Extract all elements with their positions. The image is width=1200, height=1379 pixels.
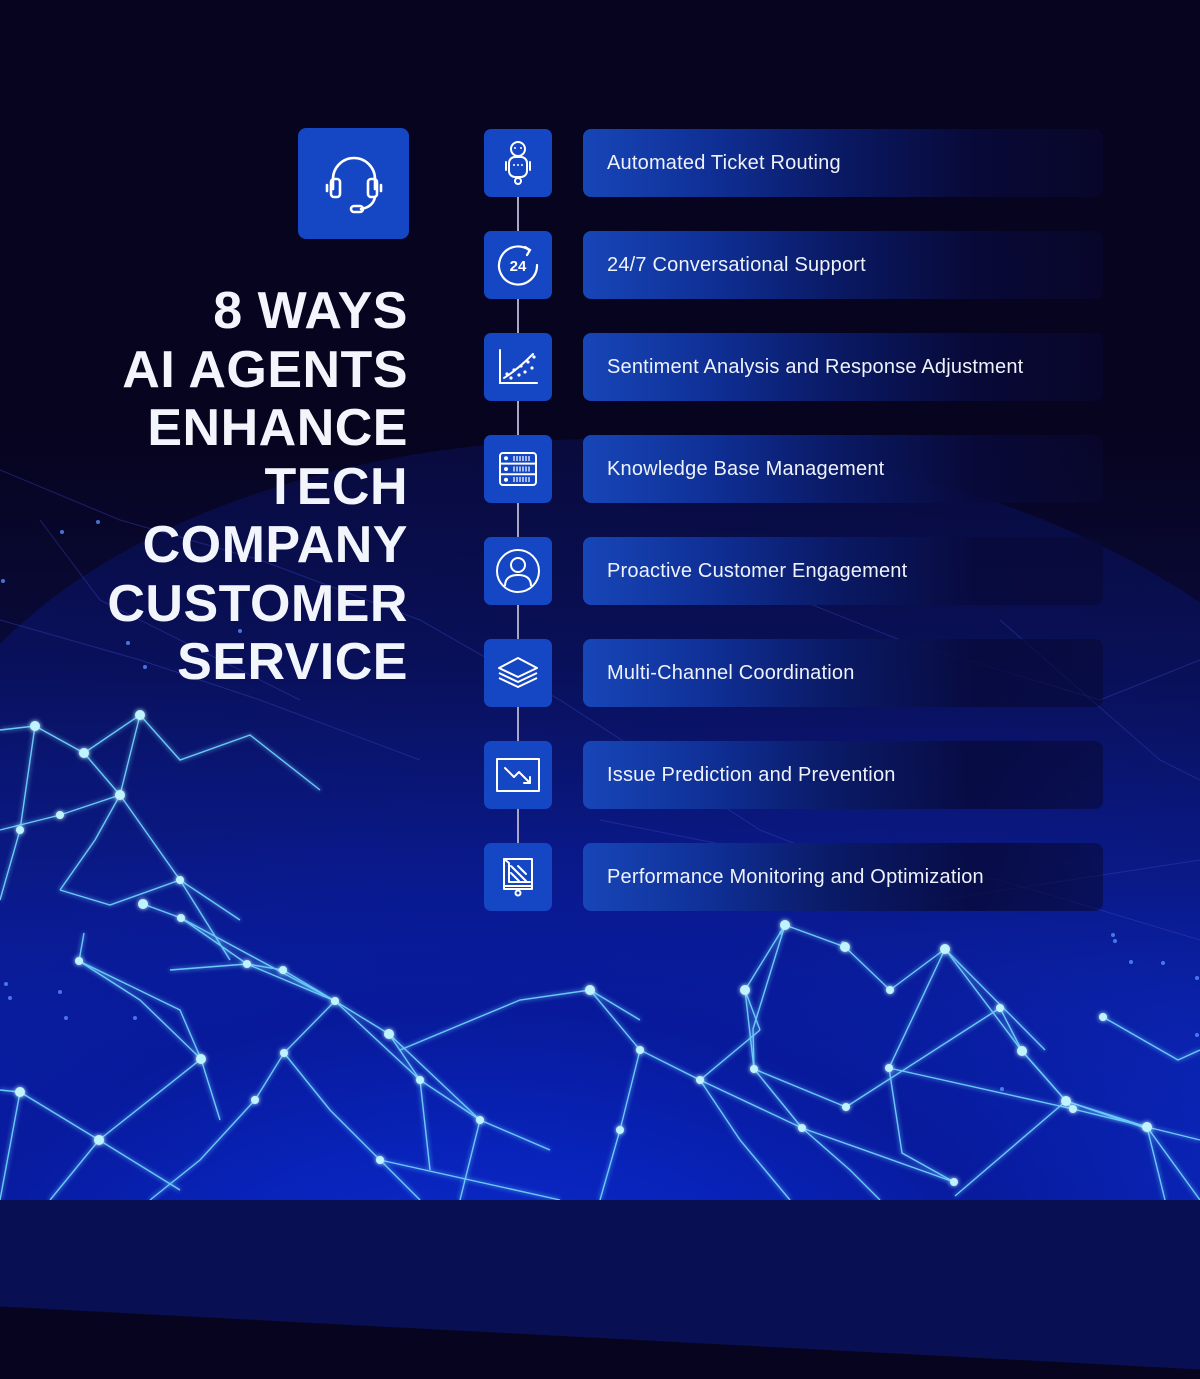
- layers-icon: [498, 657, 538, 688]
- icon-tile: [484, 129, 552, 197]
- item-card: 24/7 Conversational Support: [583, 231, 1103, 299]
- page-title: 8 WAYS AI AGENTS ENHANCE TECH COMPANY CU…: [107, 282, 408, 691]
- trend-down-chart-icon: [496, 758, 540, 792]
- item-card: Automated Ticket Routing: [583, 129, 1103, 197]
- timeline-connector: [517, 195, 519, 855]
- hero-icon-tile: [298, 128, 409, 239]
- list-item: Automated Ticket Routing: [484, 129, 1104, 197]
- item-card: Sentiment Analysis and Response Adjustme…: [583, 333, 1103, 401]
- robot-icon: [505, 141, 531, 185]
- list-item: 24 24/7 Conversational Support: [484, 231, 1104, 299]
- list-item: Knowledge Base Management: [484, 435, 1104, 503]
- list-item: Issue Prediction and Prevention: [484, 741, 1104, 809]
- scatter-chart-icon: [499, 349, 538, 384]
- icon-tile: [484, 435, 552, 503]
- network-graphic: [0, 469, 1200, 1200]
- item-card: Multi-Channel Coordination: [583, 639, 1103, 707]
- item-card: Proactive Customer Engagement: [583, 537, 1103, 605]
- icon-tile: [484, 639, 552, 707]
- icon-tile: [484, 537, 552, 605]
- icon-tile: [484, 843, 552, 911]
- list-item: Multi-Channel Coordination: [484, 639, 1104, 707]
- icon-tile: 24: [484, 231, 552, 299]
- list-item: Sentiment Analysis and Response Adjustme…: [484, 333, 1104, 401]
- server-rack-icon: [499, 452, 537, 486]
- clock-24-icon: 24: [497, 245, 539, 286]
- svg-text:24: 24: [510, 258, 527, 275]
- icon-tile: [484, 741, 552, 809]
- list-item: Proactive Customer Engagement: [484, 537, 1104, 605]
- monitor-icon: [503, 858, 533, 897]
- icon-tile: [484, 333, 552, 401]
- user-circle-icon: [496, 549, 540, 593]
- headset-icon: [325, 156, 382, 213]
- list-item: Performance Monitoring and Optimization: [484, 843, 1104, 911]
- item-card: Issue Prediction and Prevention: [583, 741, 1103, 809]
- item-card: Knowledge Base Management: [583, 435, 1103, 503]
- item-card: Performance Monitoring and Optimization: [583, 843, 1103, 911]
